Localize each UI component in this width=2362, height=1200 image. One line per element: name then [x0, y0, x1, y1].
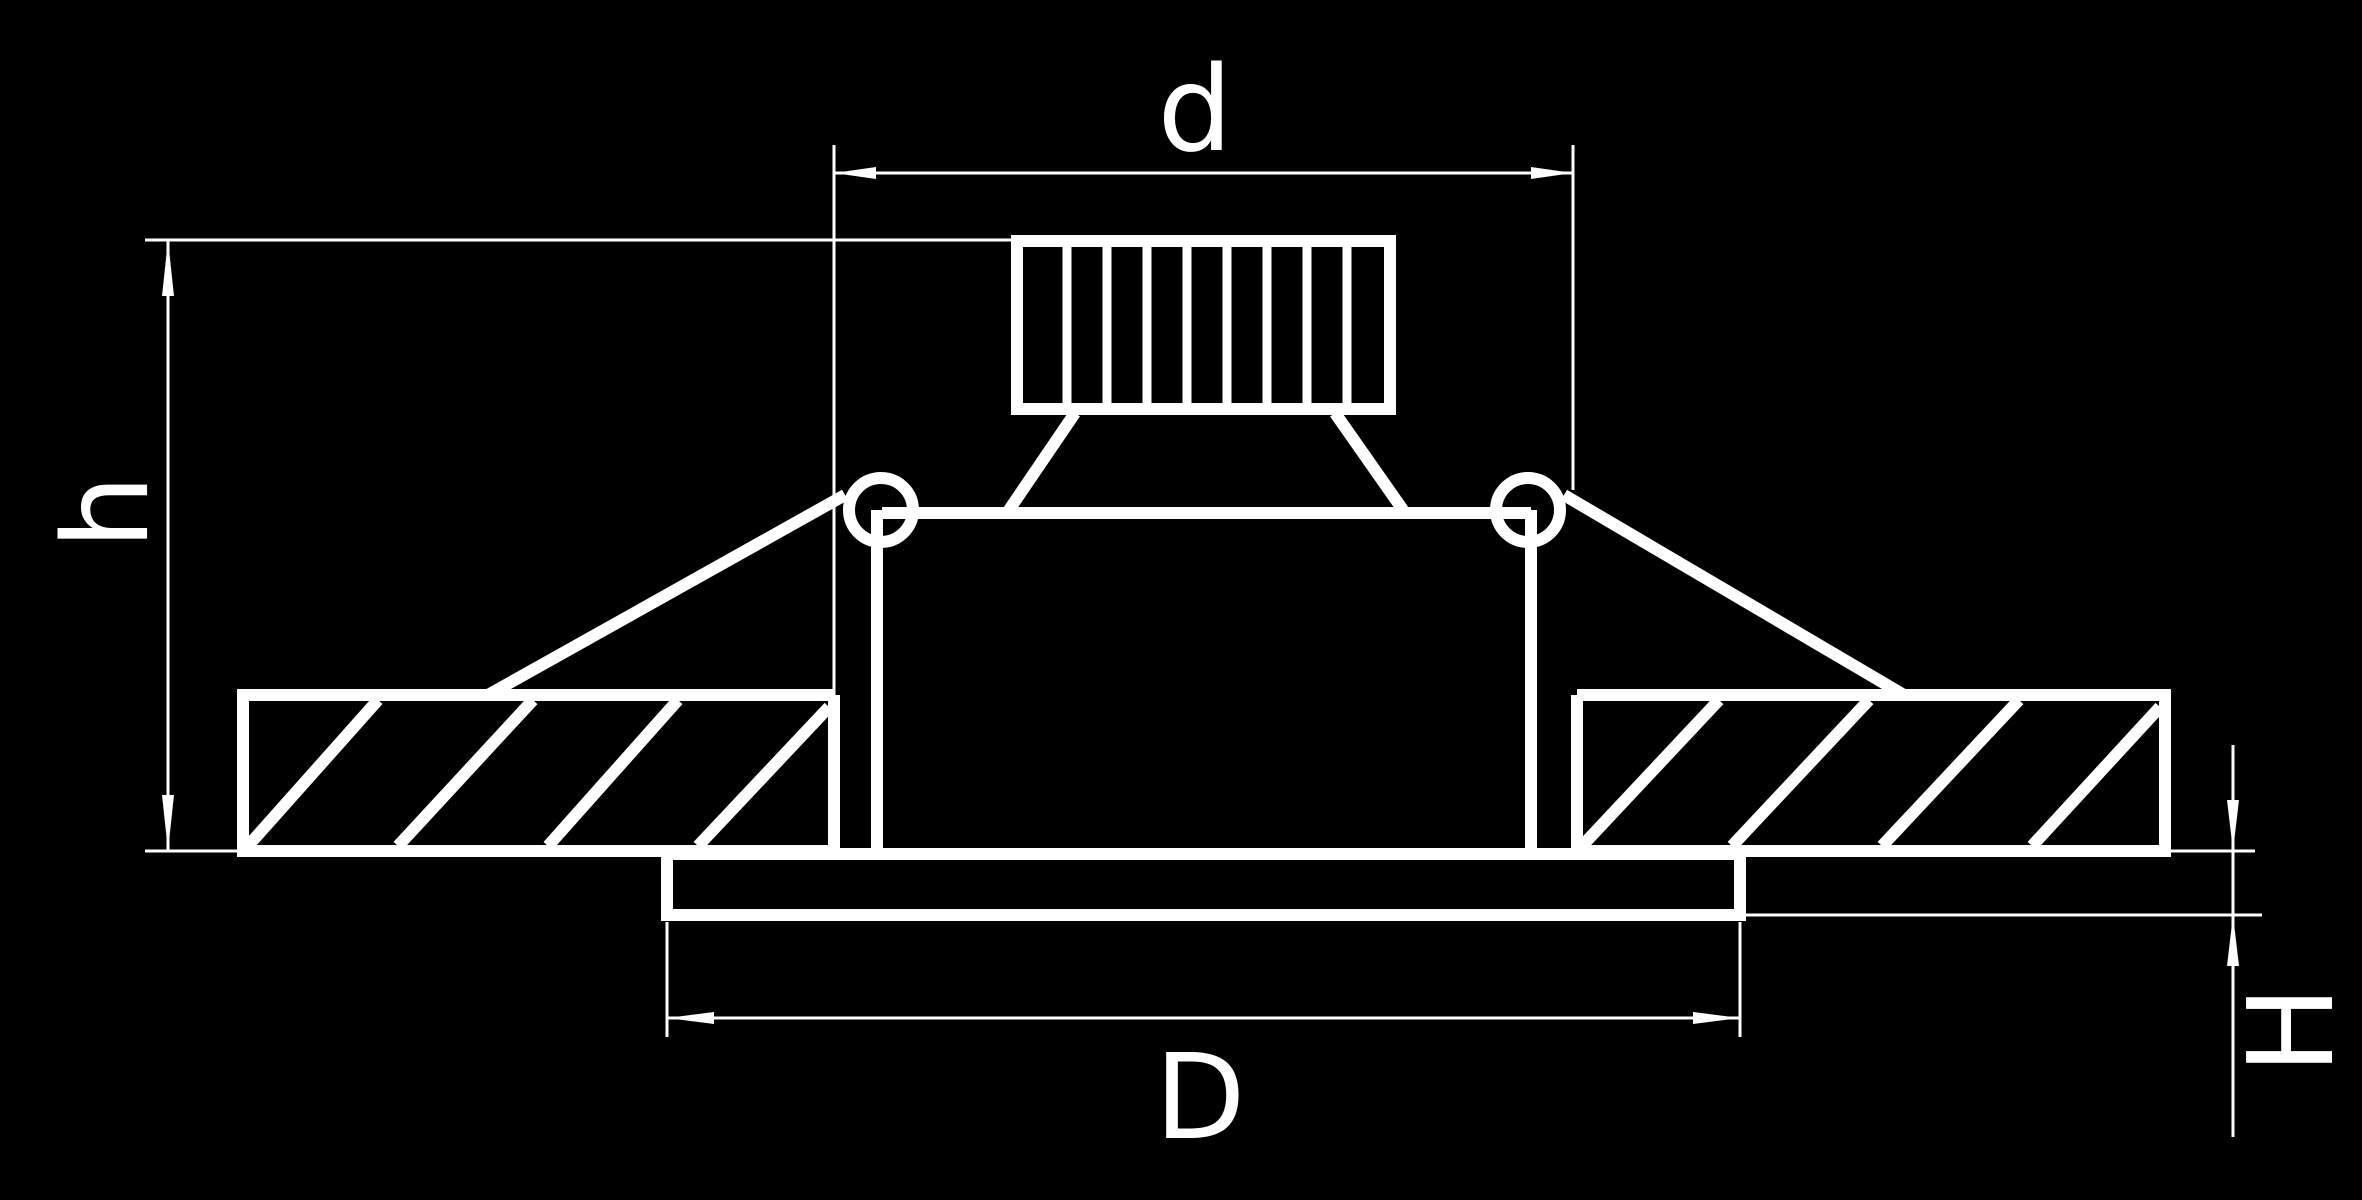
lamp-body [871, 507, 1537, 851]
heatsink-leg-left [1004, 409, 1080, 514]
spring-clip-left [485, 489, 848, 701]
dimension-label-H: H [2222, 986, 2360, 1075]
spring-clip-right [1560, 489, 1908, 701]
arrow-down-icon [2227, 800, 2239, 851]
arrow-down-icon [162, 795, 174, 851]
arrow-left-icon [834, 167, 876, 179]
dimension-d: d [832, 40, 1575, 490]
dimension-H: H [1740, 745, 2360, 1137]
dimension-D: D [665, 922, 1742, 1166]
arrow-up-icon [2227, 915, 2239, 966]
pivot-left-icon [843, 472, 919, 548]
ceiling-section-left [237, 145, 840, 857]
arrow-left-icon [667, 1012, 714, 1024]
heatsink [1011, 235, 1396, 415]
dimension-label-D: D [1155, 1028, 1246, 1166]
heatsink-outline [1011, 235, 1396, 415]
arrow-right-icon [1693, 1012, 1740, 1024]
bezel-ring [661, 848, 1746, 921]
ceiling-section-right [1571, 689, 2171, 857]
dimension-label-d: d [1158, 40, 1233, 178]
dimension-label-h: h [37, 475, 175, 550]
arrow-right-icon [1531, 167, 1573, 179]
heatsink-fins [1062, 245, 1352, 405]
dimension-h: h [37, 238, 1017, 853]
pivot-right-icon [1490, 472, 1566, 548]
arrow-up-icon [162, 240, 174, 296]
heatsink-leg-right [1330, 409, 1408, 514]
